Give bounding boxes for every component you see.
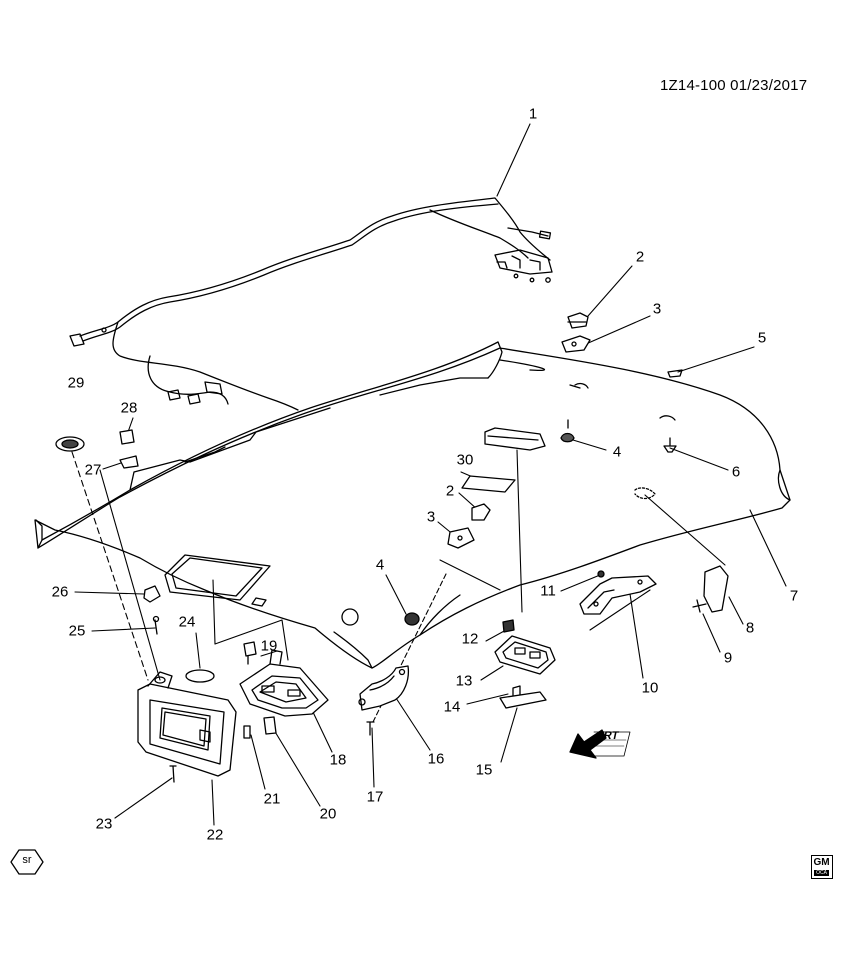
sr-badge: sr: [12, 849, 42, 875]
callout-9: 9: [723, 649, 733, 667]
callout-25: 25: [68, 622, 86, 640]
grab-handle: [358, 665, 410, 711]
headliner-panel: [34, 341, 791, 669]
small-parts: [55, 312, 729, 783]
callout-21: 21: [263, 790, 281, 808]
callout-17: 17: [366, 788, 384, 806]
drawing-code: 1Z14-100 01/23/2017: [660, 77, 808, 94]
callout-20: 20: [319, 805, 337, 823]
callout-13: 13: [455, 672, 473, 690]
callout-14: 14: [443, 698, 461, 716]
callout-30: 30: [456, 451, 474, 469]
sun-visor: [137, 671, 237, 777]
callout-27: 27: [84, 461, 102, 479]
bracket: [579, 575, 657, 615]
callout-22: 22: [206, 826, 224, 844]
callout-23: 23: [95, 815, 113, 833]
callout-26: 26: [51, 583, 69, 601]
callout-10: 10: [641, 679, 659, 697]
callout-6: 6: [731, 463, 741, 481]
leader-lines: [71, 123, 787, 826]
callout-12: 12: [461, 630, 479, 648]
callout-29: 29: [67, 374, 85, 392]
callout-1: 1: [528, 105, 538, 123]
callout-19: 19: [260, 637, 278, 655]
callout-3: 3: [426, 508, 436, 526]
sr-badge-label: sr: [22, 854, 32, 866]
callout-4: 4: [375, 556, 385, 574]
front-direction-label: FRT: [595, 730, 620, 742]
overhead-console: [239, 649, 329, 717]
front-direction-arrow: [569, 729, 631, 759]
callout-18: 18: [329, 751, 347, 769]
callout-8: 8: [745, 619, 755, 637]
gm-logo: GM OCA: [811, 855, 833, 879]
callout-16: 16: [427, 750, 445, 768]
callout-28: 28: [120, 399, 138, 417]
sr-badge-outline: [10, 849, 44, 875]
callout-5: 5: [757, 329, 767, 347]
callout-15: 15: [475, 761, 493, 779]
callout-11: 11: [540, 582, 556, 600]
gm-logo-mark: GM: [813, 857, 830, 868]
wiring-harness: [69, 197, 553, 411]
callout-24: 24: [178, 613, 196, 631]
callout-4: 4: [612, 443, 622, 461]
callout-7: 7: [789, 587, 799, 605]
callout-3: 3: [652, 300, 662, 318]
callout-2: 2: [445, 482, 455, 500]
callout-2: 2: [635, 248, 645, 266]
gm-logo-sub: OCA: [814, 870, 829, 876]
dome-lamp: [494, 635, 556, 675]
